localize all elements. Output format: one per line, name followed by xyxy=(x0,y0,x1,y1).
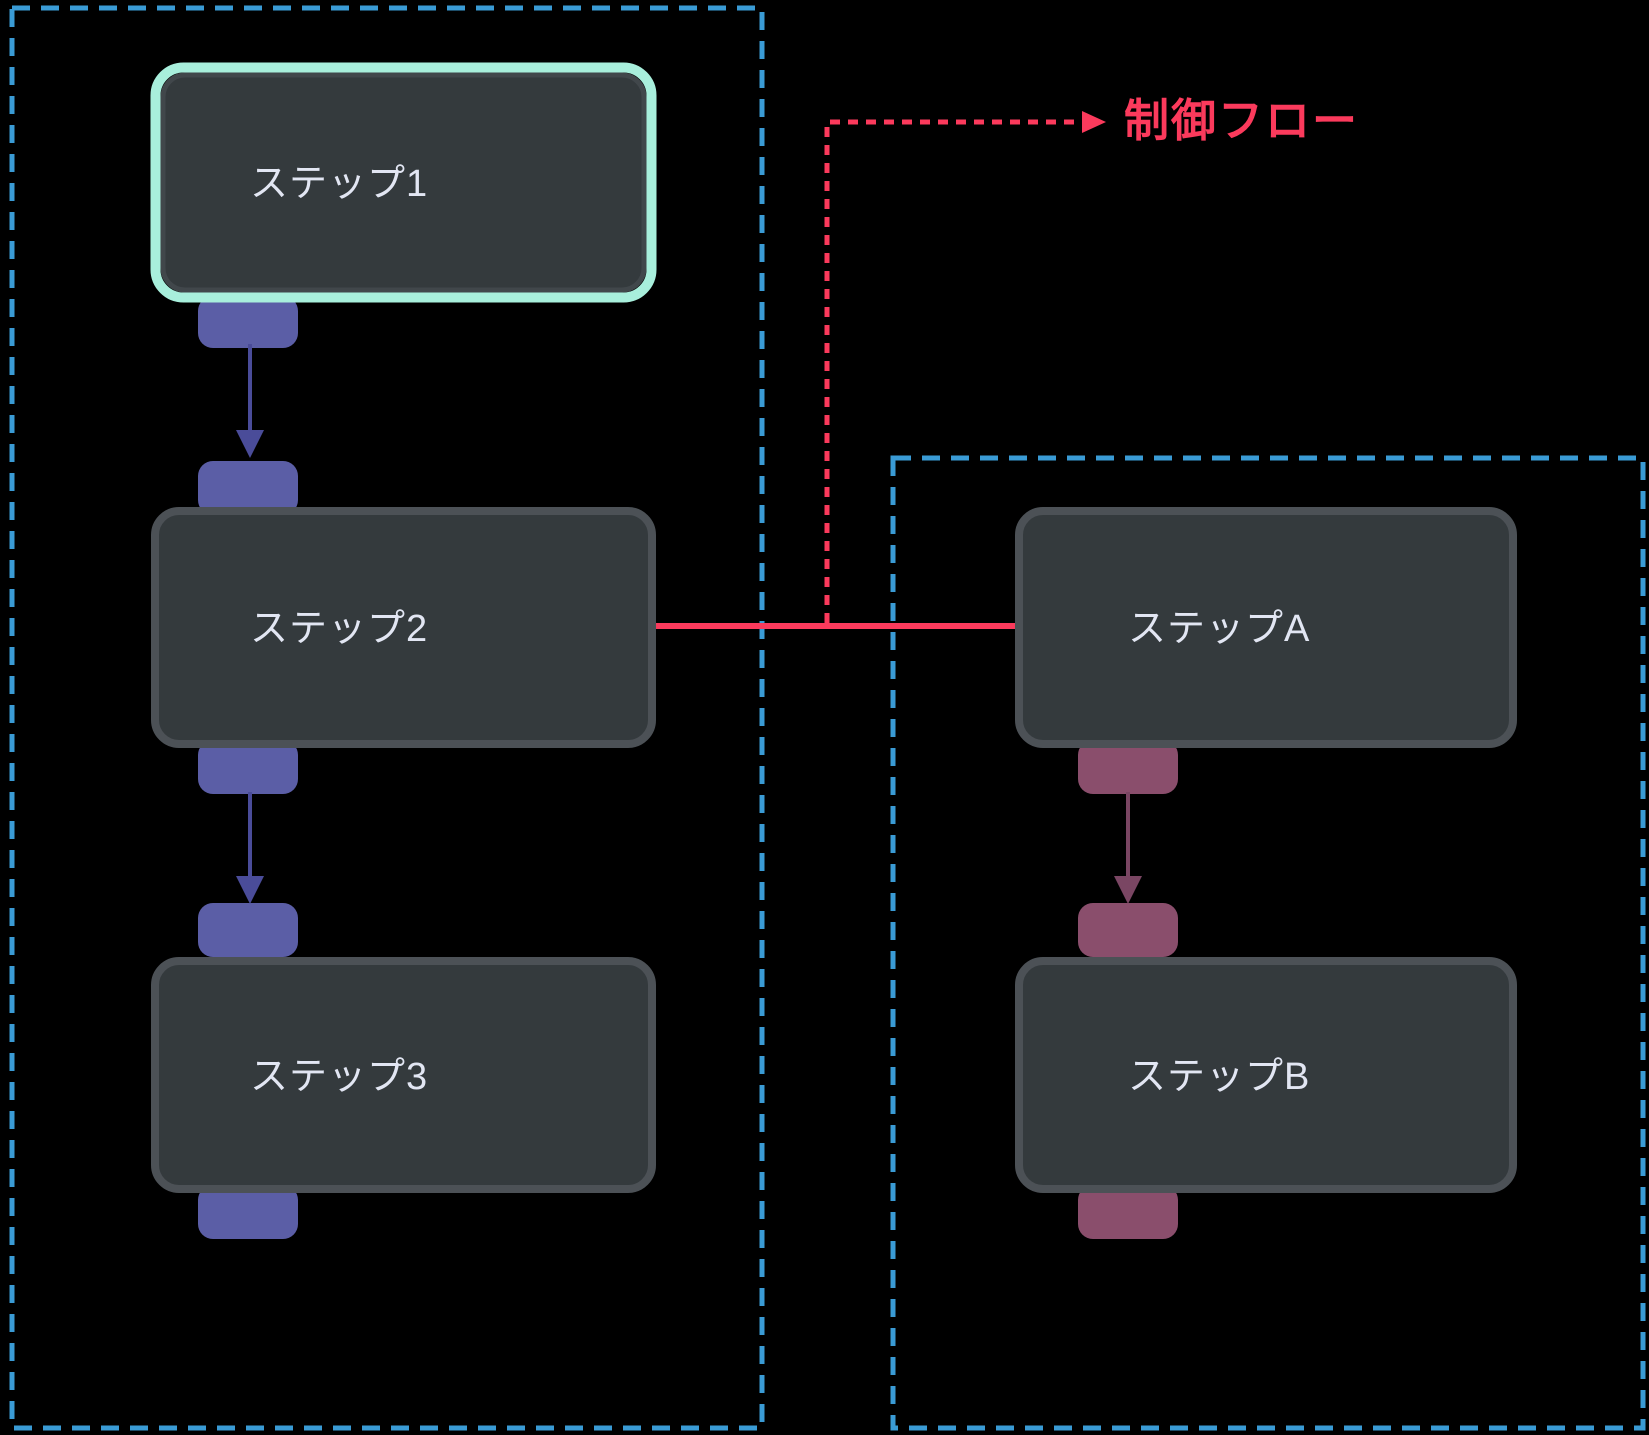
group-left[interactable] xyxy=(9,5,765,1431)
port-step2-in[interactable] xyxy=(198,461,298,515)
annotation-arrowhead-icon xyxy=(1082,111,1106,133)
port-step3-in[interactable] xyxy=(198,903,298,957)
node-step1[interactable]: ステップ1 xyxy=(150,62,657,303)
annotation-leader xyxy=(824,111,1106,623)
group-right[interactable] xyxy=(890,455,1646,1431)
node-step3[interactable]: ステップ3 xyxy=(151,957,656,1193)
node-step1-label: ステップ1 xyxy=(250,163,428,205)
port-stepB-out[interactable] xyxy=(1078,1185,1178,1239)
node-step2[interactable]: ステップ2 xyxy=(151,507,656,748)
arrowhead-icon xyxy=(236,876,264,904)
annotation-dotted-line xyxy=(824,119,1080,623)
annotation-label: 制御フロー xyxy=(1124,95,1359,146)
node-stepB[interactable]: ステップB xyxy=(1015,957,1517,1193)
node-step3-label: ステップ3 xyxy=(250,1056,428,1098)
port-step3-out[interactable] xyxy=(198,1185,298,1239)
edge-step1-step2[interactable] xyxy=(236,344,264,458)
node-stepA-label: ステップA xyxy=(1128,608,1310,650)
node-step2-label: ステップ2 xyxy=(250,608,428,650)
node-step3-box xyxy=(151,957,656,1193)
node-stepB-box xyxy=(1015,957,1517,1193)
node-stepA-box xyxy=(1015,507,1517,748)
port-step2-out[interactable] xyxy=(198,740,298,794)
node-step1-highlight-ring xyxy=(150,62,657,303)
arrowhead-icon xyxy=(236,430,264,458)
node-stepB-label: ステップB xyxy=(1128,1056,1310,1098)
port-stepA-out[interactable] xyxy=(1078,740,1178,794)
node-stepA[interactable]: ステップA xyxy=(1015,507,1517,748)
edge-stepA-stepB[interactable] xyxy=(1114,792,1142,904)
node-step1-box xyxy=(160,72,647,293)
arrowhead-icon xyxy=(1114,876,1142,904)
port-step1-out[interactable] xyxy=(198,296,298,348)
group-right-border xyxy=(890,455,1646,1431)
port-stepB-in[interactable] xyxy=(1078,903,1178,957)
edge-step2-step3[interactable] xyxy=(236,792,264,904)
group-left-border xyxy=(9,5,765,1431)
node-step2-box xyxy=(151,507,656,748)
